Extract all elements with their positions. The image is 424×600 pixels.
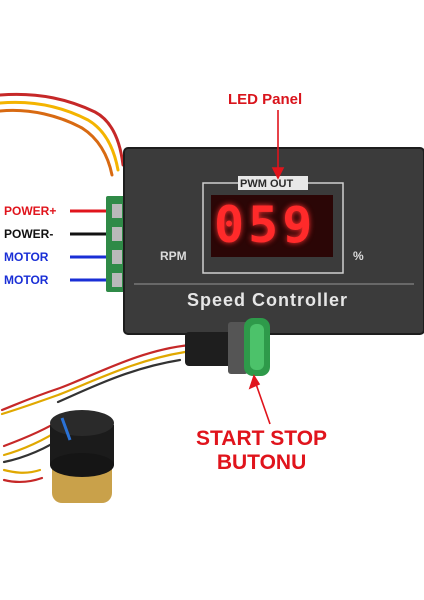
terminal-wires xyxy=(70,209,110,282)
wire-label-motor-2: MOTOR xyxy=(4,273,49,287)
led-display-value: 059 xyxy=(214,196,317,254)
callout-arrows xyxy=(248,110,285,425)
rpm-label: RPM xyxy=(160,249,187,263)
led-panel xyxy=(202,176,344,274)
start-stop-callout: START STOP BUTONU xyxy=(196,427,327,475)
led-panel-callout: LED Panel xyxy=(228,91,303,108)
wire-label-motor-1: MOTOR xyxy=(4,250,49,264)
percent-label: % xyxy=(353,249,364,263)
terminal-block xyxy=(106,196,126,292)
wire-label-power-minus: POWER- xyxy=(4,227,54,241)
start-stop-line-1: START STOP xyxy=(196,427,328,450)
speed-knob xyxy=(50,410,114,503)
wire-label-power-plus: POWER+ xyxy=(4,204,57,218)
pwm-out-label: PWM OUT xyxy=(240,178,294,190)
start-stop-push-button xyxy=(185,318,270,376)
top-wire-bundle xyxy=(0,92,125,177)
speed-controller-label: Speed Controller xyxy=(187,290,349,310)
start-stop-line-2: BUTONU xyxy=(216,451,307,474)
